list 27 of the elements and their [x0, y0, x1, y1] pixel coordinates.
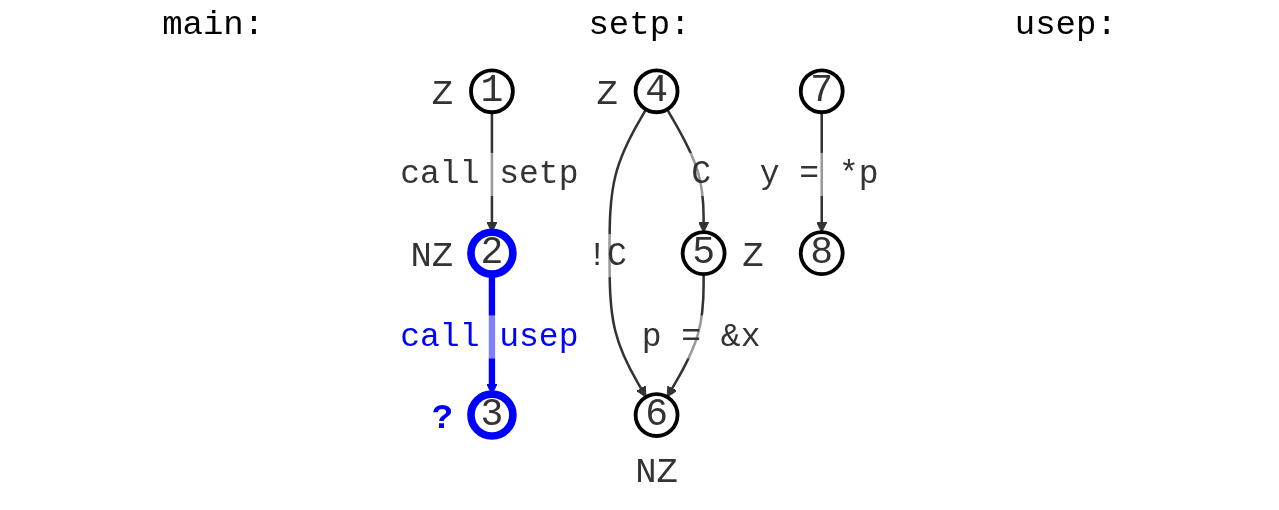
- node-circle: 1: [469, 68, 515, 115]
- edge-label: y = *p: [759, 156, 879, 194]
- function-heading: main:: [162, 6, 265, 44]
- edge-label: !C: [587, 237, 627, 275]
- node-circle: 4: [633, 68, 680, 115]
- node-annotation: Z: [742, 235, 764, 277]
- node-circle: 6: [633, 392, 680, 438]
- node-annotation: NZ: [635, 451, 678, 493]
- arrow: [666, 108, 710, 233]
- node-circle: 2: [467, 228, 517, 278]
- edge-label: p = &x: [641, 318, 761, 356]
- arrow: [608, 108, 648, 398]
- node-annotation: NZ: [410, 235, 454, 277]
- node-circle: 8: [798, 230, 845, 277]
- function-heading: setp:: [588, 6, 691, 44]
- node-annotation: Z: [596, 73, 618, 115]
- arrow: [666, 274, 705, 398]
- node-annotation: ?: [431, 397, 454, 439]
- arrow: [816, 112, 828, 233]
- node-circle: 3: [467, 390, 517, 440]
- function-heading: usep:: [1014, 6, 1117, 44]
- node-circle: 5: [680, 230, 727, 277]
- edge-label: call usep: [400, 318, 579, 356]
- node-annotation: Z: [431, 73, 454, 115]
- edge-label: C: [691, 156, 712, 194]
- edge-label: call setp: [400, 156, 579, 194]
- node-circle: 7: [798, 68, 845, 115]
